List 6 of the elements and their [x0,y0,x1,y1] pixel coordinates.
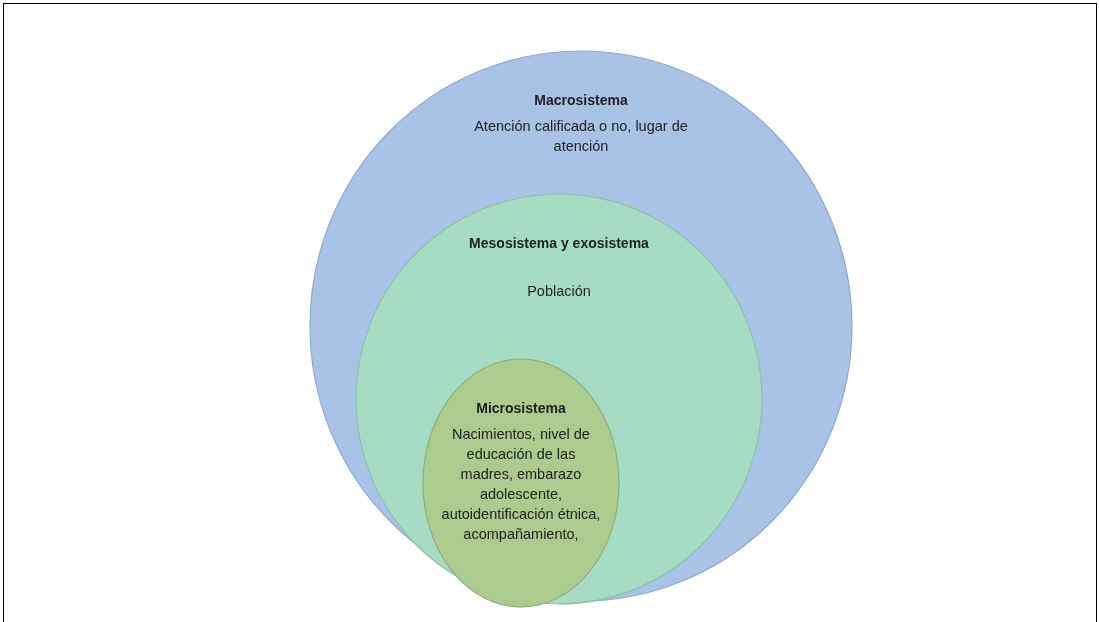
circle-heading: Macrosistema [534,92,628,108]
circle-text: Atención calificada o no, lugar de atención [474,118,688,154]
circle-text: Nacimientos, nivel de educación de las madres, embarazo adolescente, autoidentificación étnica, acompañamiento, [441,426,601,542]
circle-text: Población [527,283,591,299]
circle-heading: Microsistema [476,400,566,416]
circle-heading: Mesosistema y exosistema [469,235,649,251]
